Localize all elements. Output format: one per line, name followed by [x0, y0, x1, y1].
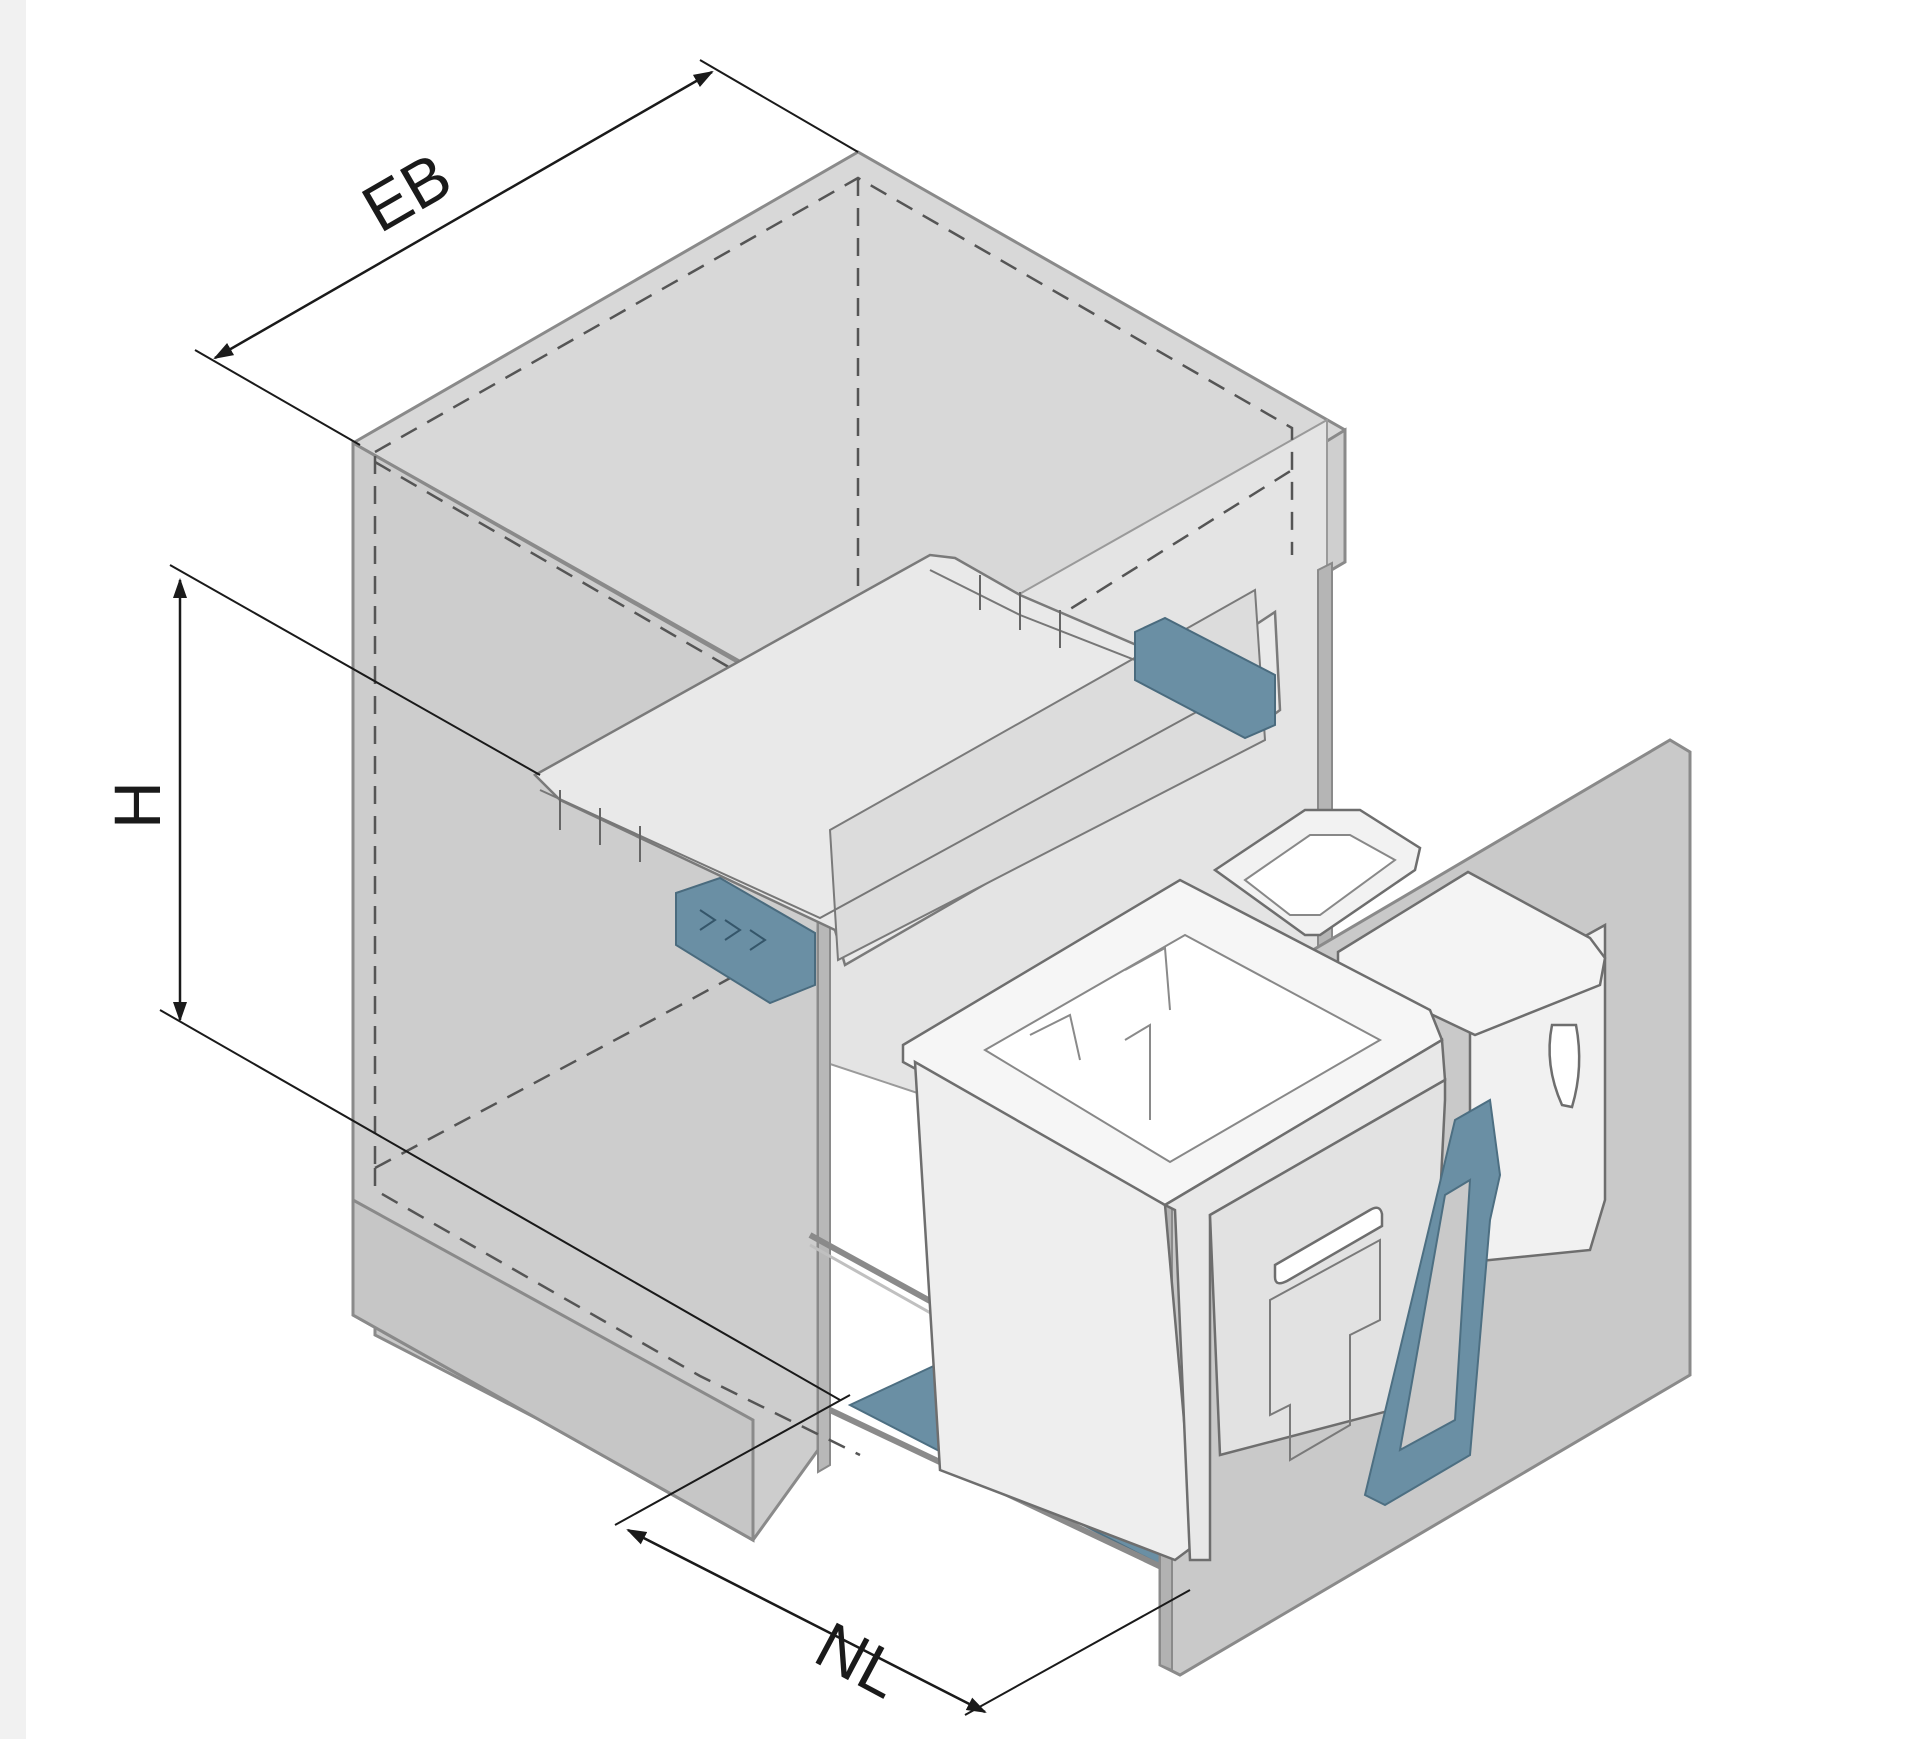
large-bin-opening — [983, 933, 1383, 1164]
drawer-clip-front — [675, 876, 816, 1005]
drawer-clip-back — [1134, 616, 1276, 740]
large-bin-front — [1162, 1037, 1447, 1562]
large-bin-handle — [1273, 1206, 1384, 1285]
waste-bins — [901, 808, 1607, 1562]
drawer-tray — [532, 553, 1282, 967]
nl-arrow-line — [626, 1528, 987, 1714]
dimension-label-nl: NL — [804, 1607, 913, 1712]
large-bin-cutout — [1269, 1238, 1381, 1462]
page-margin — [0, 0, 26, 1739]
dimension-label-h: H — [100, 781, 174, 829]
clip-detail — [699, 909, 767, 951]
right-bin-handle — [1548, 1023, 1581, 1109]
drawer-runner — [532, 553, 1282, 1005]
eb-arrow-line — [213, 70, 714, 360]
dimension-h: H — [100, 564, 841, 1401]
dimension-label-eb: EB — [350, 138, 463, 246]
large-bin-body — [913, 1059, 1197, 1562]
